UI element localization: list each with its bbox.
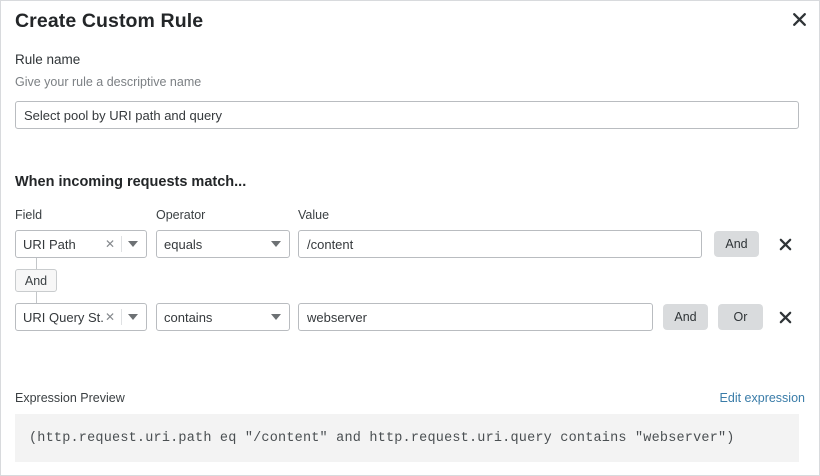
delete-condition-button-1[interactable] xyxy=(773,232,797,256)
chevron-down-icon[interactable] xyxy=(266,241,287,247)
rule-name-input[interactable] xyxy=(15,101,799,129)
value-input-2[interactable] xyxy=(298,303,653,331)
logic-or-button-2[interactable]: Or xyxy=(718,304,763,330)
column-header-value: Value xyxy=(298,208,330,222)
chevron-down-icon[interactable] xyxy=(123,241,144,247)
column-header-field: Field xyxy=(15,208,43,222)
field-select-2-value: URI Query St... xyxy=(23,309,103,325)
field-select-1[interactable]: URI Path ✕ xyxy=(15,230,147,258)
close-icon[interactable]: ✕ xyxy=(104,237,115,251)
chevron-down-icon[interactable] xyxy=(266,314,287,320)
rule-name-hint: Give your rule a descriptive name xyxy=(15,75,202,89)
connector-line-bottom xyxy=(36,292,37,303)
delete-condition-button-2[interactable] xyxy=(773,305,797,329)
operator-select-1[interactable]: equals xyxy=(156,230,290,258)
column-header-operator: Operator xyxy=(156,208,206,222)
conditions-section-title: When incoming requests match... xyxy=(15,174,247,190)
select-divider xyxy=(121,236,122,252)
chevron-down-icon[interactable] xyxy=(123,314,144,320)
dialog-title: Create Custom Rule xyxy=(15,10,204,32)
operator-select-1-value: equals xyxy=(164,236,203,252)
select-divider xyxy=(121,309,122,325)
operator-select-2-value: contains xyxy=(164,309,213,325)
field-select-1-value: URI Path xyxy=(23,236,76,252)
expression-preview-text: (http.request.uri.path eq "/content" and… xyxy=(29,430,735,446)
connector-and-badge[interactable]: And xyxy=(15,269,57,292)
close-icon[interactable]: ✕ xyxy=(104,310,115,324)
logic-and-button-1[interactable]: And xyxy=(714,231,759,257)
operator-select-2[interactable]: contains xyxy=(156,303,290,331)
field-select-2[interactable]: URI Query St... ✕ xyxy=(15,303,147,331)
value-input-1[interactable] xyxy=(298,230,702,258)
connector-line-top xyxy=(36,258,37,269)
expression-preview-label: Expression Preview xyxy=(15,391,125,405)
expression-preview-box: (http.request.uri.path eq "/content" and… xyxy=(15,414,799,462)
close-icon[interactable] xyxy=(787,7,811,31)
logic-and-button-2[interactable]: And xyxy=(663,304,708,330)
rule-name-label: Rule name xyxy=(15,52,81,67)
edit-expression-link[interactable]: Edit expression xyxy=(719,391,805,405)
